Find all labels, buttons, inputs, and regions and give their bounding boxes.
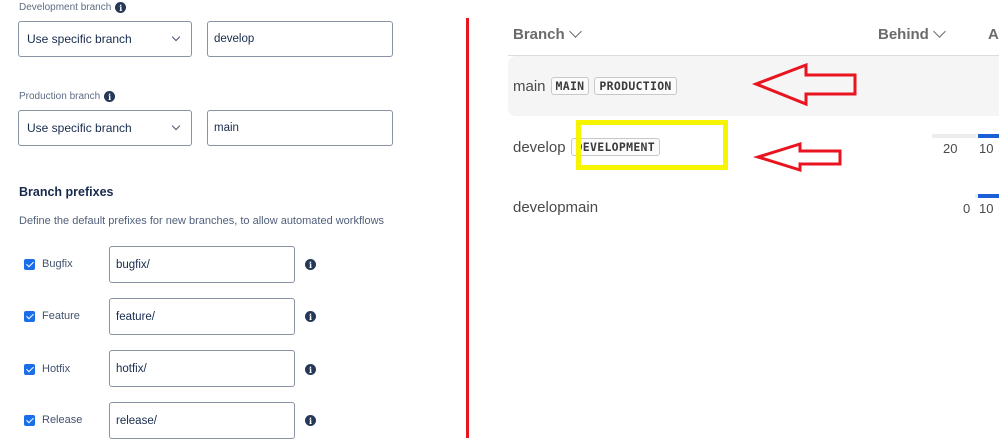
input-value: release/ xyxy=(116,414,157,427)
release-checkbox[interactable] xyxy=(24,415,35,426)
branch-name[interactable]: developmain xyxy=(513,199,599,216)
production-branch-label-text: Production branch xyxy=(19,91,101,102)
input-value: bugfix/ xyxy=(116,258,150,271)
ahead-count: 10 xyxy=(979,141,994,156)
bugfix-prefix-input[interactable]: bugfix/ xyxy=(109,246,295,283)
main-badge: MAIN xyxy=(550,77,590,95)
header-divider xyxy=(508,55,999,56)
table-row[interactable] xyxy=(508,56,999,116)
ahead-count: 10 xyxy=(979,201,994,216)
development-branch-label-text: Development branch xyxy=(19,2,112,13)
ahead-bar xyxy=(978,134,999,138)
input-value: develop xyxy=(214,33,255,45)
production-branch-label: Production branch i xyxy=(19,91,116,102)
column-header-branch[interactable]: Branch xyxy=(513,25,582,43)
column-header-behind[interactable]: Behind xyxy=(878,25,946,43)
bugfix-checkbox[interactable] xyxy=(24,259,35,270)
release-label: Release xyxy=(42,414,83,426)
arrow-left-icon xyxy=(752,141,842,173)
branch-cell: developmain xyxy=(513,199,598,217)
checkbox-checked-icon xyxy=(24,364,35,375)
select-value: Use specific branch xyxy=(27,121,132,135)
behind-bar xyxy=(975,194,978,198)
arrow-left-icon xyxy=(751,62,857,107)
branch-prefixes-description: Define the default prefixes for new bran… xyxy=(19,215,385,227)
behind-count: 20 xyxy=(943,141,958,156)
branch-prefixes-title: Branch prefixes xyxy=(19,185,114,199)
select-value: Use specific branch xyxy=(27,32,132,46)
info-icon[interactable]: i xyxy=(104,91,116,102)
production-branch-mode-select[interactable]: Use specific branch xyxy=(18,110,192,146)
column-header-ahead[interactable]: A xyxy=(988,26,999,43)
branch-cell: develop DEVELOPMENT xyxy=(513,138,661,156)
checkbox-checked-icon xyxy=(24,415,35,426)
development-branch-input[interactable]: develop xyxy=(207,21,393,57)
column-header-behind-label: Behind xyxy=(878,26,929,43)
info-icon[interactable]: i xyxy=(305,415,316,426)
checkbox-checked-icon xyxy=(24,311,35,322)
info-icon[interactable]: i xyxy=(115,2,127,13)
branch-name[interactable]: main xyxy=(513,77,546,95)
development-branch-mode-select[interactable]: Use specific branch xyxy=(18,21,192,57)
release-prefix-input[interactable]: release/ xyxy=(109,402,295,439)
info-icon[interactable]: i xyxy=(305,259,316,270)
column-header-branch-label: Branch xyxy=(513,26,565,43)
hotfix-checkbox[interactable] xyxy=(24,364,35,375)
checkbox-checked-icon xyxy=(24,259,35,270)
bugfix-label: Bugfix xyxy=(42,258,73,270)
ahead-bar xyxy=(978,194,999,198)
hotfix-prefix-input[interactable]: hotfix/ xyxy=(109,350,295,387)
input-value: feature/ xyxy=(116,310,155,323)
hotfix-label: Hotfix xyxy=(42,363,71,375)
feature-label: Feature xyxy=(42,310,80,322)
development-branch-label: Development branch i xyxy=(19,2,127,13)
column-header-ahead-label: A xyxy=(988,26,999,43)
feature-checkbox[interactable] xyxy=(24,311,35,322)
branch-name[interactable]: develop xyxy=(513,138,566,156)
development-badge: DEVELOPMENT xyxy=(570,138,661,156)
annotation-highlight-box xyxy=(576,120,728,170)
behind-count: 0 xyxy=(963,201,971,216)
behind-bar xyxy=(932,134,977,138)
production-branch-input[interactable]: main xyxy=(207,110,393,146)
input-value: hotfix/ xyxy=(116,362,147,375)
branch-cell: main MAIN PRODUCTION xyxy=(513,77,677,95)
input-value: main xyxy=(214,122,239,134)
annotation-divider-line xyxy=(466,18,469,438)
feature-prefix-input[interactable]: feature/ xyxy=(109,298,295,335)
info-icon[interactable]: i xyxy=(305,311,316,322)
production-badge: PRODUCTION xyxy=(594,77,677,95)
info-icon[interactable]: i xyxy=(305,364,316,375)
